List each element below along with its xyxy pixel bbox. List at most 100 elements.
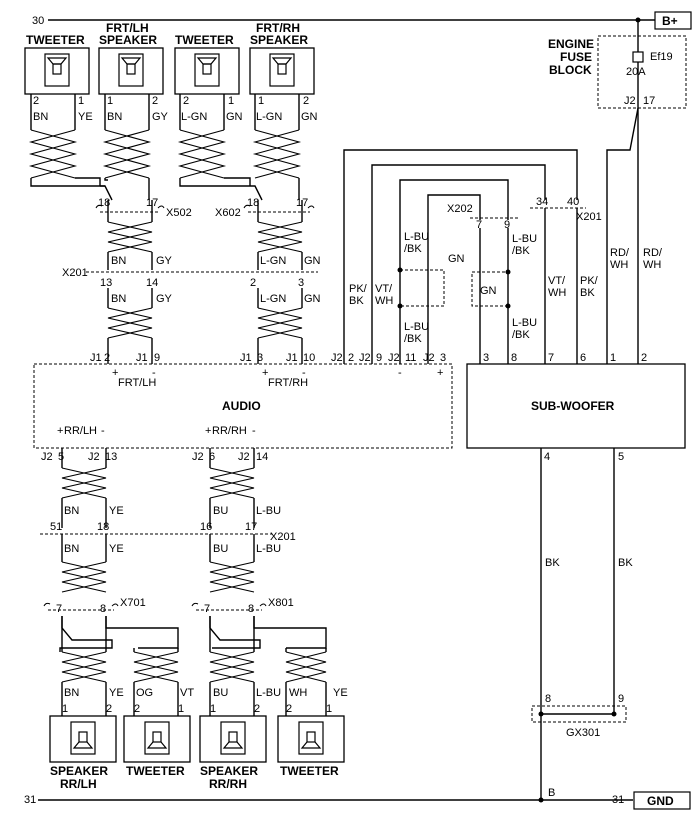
- front-tweeter-lh-label: TWEETER: [26, 33, 85, 47]
- twisted-pair: [107, 221, 153, 253]
- wire-wh-2: WH: [643, 259, 661, 271]
- speaker-icon: [298, 721, 324, 755]
- wire-color: BK: [545, 557, 560, 569]
- wire-color: L-BU: [256, 505, 281, 517]
- svg-text:J1: J1: [286, 352, 298, 364]
- wire-color: BK: [349, 295, 364, 307]
- pin-label: 7: [476, 219, 482, 231]
- svg-text:+: +: [57, 425, 63, 437]
- fuse-block-line1: ENGINE: [548, 37, 594, 51]
- rail-31-right-label: 31: [612, 794, 624, 806]
- wire-color: BK: [618, 557, 633, 569]
- wire-color: BN: [64, 687, 79, 699]
- wire-color: /BK: [404, 243, 422, 255]
- pin-label: 1: [107, 95, 113, 107]
- connector-x602: 18 17 X602: [215, 197, 315, 219]
- wire-color: L-BU: [404, 231, 429, 243]
- speaker-icon: [269, 53, 295, 87]
- twisted-pair: [257, 221, 303, 253]
- rail-31-left-label: 31: [24, 794, 36, 806]
- svg-text:FRT/LH: FRT/LH: [118, 377, 156, 389]
- pin-label: 2: [286, 703, 292, 715]
- svg-text:1: 1: [610, 352, 616, 364]
- pin-label: 2: [106, 703, 112, 715]
- wire-segment: [107, 288, 303, 308]
- rail-30-label: 30: [32, 15, 44, 27]
- svg-text:9: 9: [618, 693, 624, 705]
- svg-text:-: -: [398, 367, 402, 379]
- front-rh-wiring: [177, 94, 302, 201]
- subwoofer-unit: [466, 363, 686, 449]
- twisted-pair: [107, 307, 153, 339]
- front-speaker-rh: [249, 47, 315, 95]
- svg-text:X201: X201: [270, 531, 296, 543]
- svg-text:J2: J2: [359, 352, 371, 364]
- rear-speaker-rh-label2: RR/RH: [209, 777, 247, 791]
- twisted-pair: [209, 561, 255, 593]
- pin-label: 1: [78, 95, 84, 107]
- pin-label: 2: [134, 703, 140, 715]
- wire-color: BN: [64, 543, 79, 555]
- b-plus-box: [654, 11, 692, 30]
- wire-color: L-GN: [181, 111, 207, 123]
- svg-text:+: +: [262, 367, 268, 379]
- rear-speaker-rh-label1: SPEAKER: [200, 764, 258, 778]
- speaker-icon: [194, 53, 220, 87]
- connector-x701: 7 8 X701: [43, 597, 146, 615]
- wire-color: BU: [213, 687, 228, 699]
- wire-segment: [61, 498, 255, 528]
- wire-color: WH: [375, 295, 393, 307]
- svg-text:-: -: [302, 367, 306, 379]
- ground-b-label: B: [548, 787, 555, 799]
- pin-label: 18: [247, 197, 259, 209]
- front-tweeter-lh: [24, 47, 90, 95]
- connector-label: X602: [215, 207, 241, 219]
- wire-segment: [107, 252, 303, 270]
- wire-color: YE: [109, 505, 124, 517]
- twisted-pair: [209, 467, 255, 499]
- rear-rh-wiring: [209, 616, 327, 716]
- svg-text:RR/LH: RR/LH: [64, 425, 97, 437]
- audio-unit: [33, 363, 453, 449]
- rear-lh-wiring: [59, 616, 179, 716]
- front-tweeter-rh-label: TWEETER: [175, 33, 234, 47]
- wire-color: GN: [448, 253, 465, 265]
- svg-text:X801: X801: [268, 597, 294, 609]
- pin-label: 14: [146, 277, 158, 289]
- svg-text:+: +: [437, 367, 443, 379]
- wire-wh-1: WH: [610, 259, 628, 271]
- wire-color: BN: [64, 505, 79, 517]
- svg-text:9: 9: [154, 352, 160, 364]
- svg-text:10: 10: [303, 352, 315, 364]
- connector-label: X201: [576, 211, 602, 223]
- pin-label: 2: [33, 95, 39, 107]
- pin-label: 1: [326, 703, 332, 715]
- svg-text:-: -: [101, 425, 105, 437]
- svg-text:5: 5: [58, 451, 64, 463]
- gnd-box: [633, 791, 691, 810]
- pin-label: 1: [258, 95, 264, 107]
- svg-text:FRT/RH: FRT/RH: [268, 377, 308, 389]
- wire-color: WH: [289, 687, 307, 699]
- wire-rd-1: RD/: [610, 247, 630, 259]
- rear-speaker-lh-label1: SPEAKER: [50, 764, 108, 778]
- rd-wh-wire-1: [606, 80, 639, 364]
- pin-label: 2: [303, 95, 309, 107]
- svg-text:X701: X701: [120, 597, 146, 609]
- svg-text:GX301: GX301: [566, 727, 600, 739]
- wire-color: VT/: [375, 283, 393, 295]
- svg-text:4: 4: [544, 451, 550, 463]
- svg-text:14: 14: [256, 451, 268, 463]
- wire-color: VT: [180, 687, 194, 699]
- wire-color: GN: [301, 111, 318, 123]
- rear-tweeter-lh-label: TWEETER: [126, 764, 185, 778]
- front-tweeter-rh: [174, 47, 240, 95]
- b-plus-label: B+: [662, 14, 678, 28]
- svg-text:9: 9: [376, 352, 382, 364]
- fuse-pin-j2: J2: [624, 95, 636, 107]
- wire-color: BN: [111, 293, 126, 305]
- wire-color: GY: [156, 255, 173, 267]
- pin-label: 13: [100, 277, 112, 289]
- pin-label: 34: [536, 196, 548, 208]
